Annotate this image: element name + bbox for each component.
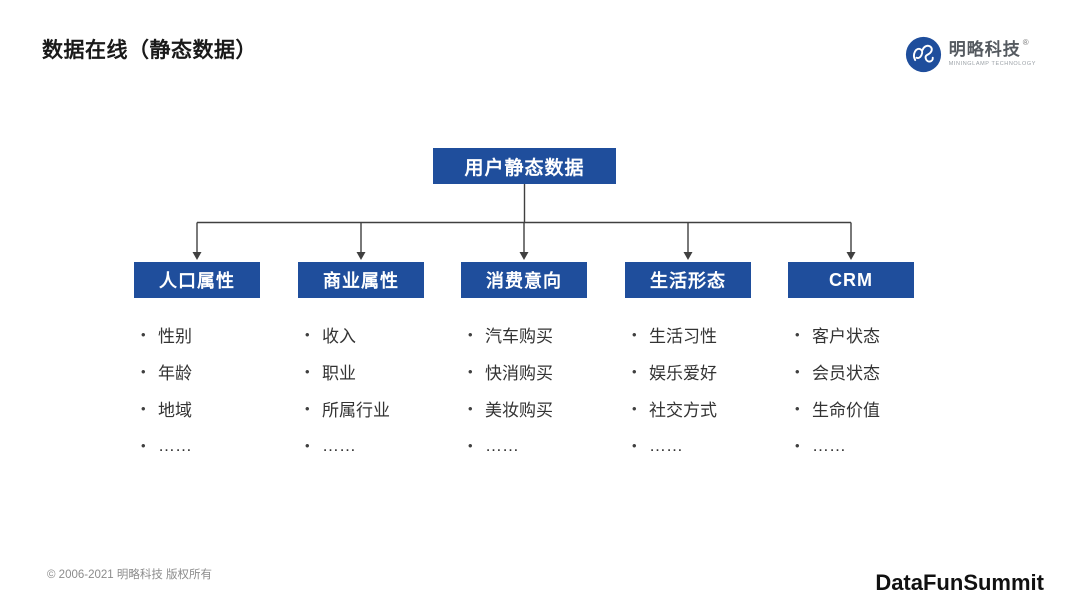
list-item-label: ……: [649, 435, 683, 455]
list-item: • ……: [300, 427, 460, 464]
list-item: • 所属行业: [300, 390, 460, 427]
bullet-list: • 生活习性 • 娱乐爱好 • 社交方式 • ……: [627, 316, 787, 464]
list-item: • 职业: [300, 353, 460, 390]
list-item: • 客户状态: [790, 316, 950, 353]
bullet-dot-icon: •: [305, 364, 310, 379]
mininglamp-logo: 明略科技® MININGLAMP TECHNOLOGY: [905, 36, 1036, 73]
datafunsummit-brand: DataFunSummit: [875, 570, 1044, 595]
list-item: • 年龄: [136, 353, 296, 390]
copyright-text: © 2006-2021 明略科技 版权所有: [47, 569, 213, 581]
list-item-label: 汽车购买: [485, 327, 553, 346]
list-item-label: 会员状态: [812, 364, 880, 383]
list-item-label: 所属行业: [322, 401, 390, 420]
list-item-label: ……: [322, 435, 356, 455]
bullet-dot-icon: •: [632, 438, 637, 453]
branch-node: 消费意向: [461, 262, 587, 298]
list-item-label: 美妆购买: [485, 401, 553, 420]
branch-node: CRM: [788, 262, 914, 298]
list-item: • 娱乐爱好: [627, 353, 787, 390]
list-item: • 地域: [136, 390, 296, 427]
bullet-dot-icon: •: [795, 401, 800, 416]
list-item-label: 收入: [322, 327, 356, 346]
logo-subtitle: MININGLAMP TECHNOLOGY: [948, 61, 1036, 68]
list-item: • 收入: [300, 316, 460, 353]
list-item: • 汽车购买: [463, 316, 623, 353]
bullet-list: • 性别 • 年龄 • 地域 • ……: [136, 316, 296, 464]
list-item-label: 地域: [158, 401, 192, 420]
bullet-dot-icon: •: [795, 438, 800, 453]
list-item-label: 性别: [158, 327, 192, 346]
list-item: • ……: [790, 427, 950, 464]
bullet-dot-icon: •: [141, 327, 146, 342]
list-item: • 生命价值: [790, 390, 950, 427]
logo-text: 明略科技® MININGLAMP TECHNOLOGY: [948, 38, 1036, 68]
mininglamp-logo-icon: [905, 36, 941, 73]
list-item: • 会员状态: [790, 353, 950, 390]
list-item-label: 社交方式: [649, 401, 717, 420]
root-node: 用户静态数据: [433, 148, 616, 184]
bullet-list: • 汽车购买 • 快消购买 • 美妆购买 • ……: [463, 316, 623, 464]
list-item: • 社交方式: [627, 390, 787, 427]
list-item-label: 生命价值: [812, 401, 880, 420]
list-item-label: 娱乐爱好: [649, 364, 717, 383]
list-item-label: ……: [485, 435, 519, 455]
list-item-label: 客户状态: [812, 327, 880, 346]
list-item-label: ……: [812, 435, 846, 455]
branch-node: 商业属性: [298, 262, 424, 298]
bullet-dot-icon: •: [141, 364, 146, 379]
bullet-list: • 收入 • 职业 • 所属行业 • ……: [300, 316, 460, 464]
list-item: • ……: [627, 427, 787, 464]
bullet-dot-icon: •: [141, 401, 146, 416]
page-title: 数据在线（静态数据）: [42, 39, 257, 62]
bullet-dot-icon: •: [305, 401, 310, 416]
list-item-label: ……: [158, 435, 192, 455]
bullet-dot-icon: •: [795, 364, 800, 379]
logo-company-name: 明略科技®: [948, 38, 1030, 60]
bullet-dot-icon: •: [632, 364, 637, 379]
list-item: • 性别: [136, 316, 296, 353]
list-item-label: 职业: [322, 364, 356, 383]
bullet-dot-icon: •: [468, 364, 473, 379]
bullet-list: • 客户状态 • 会员状态 • 生命价值 • ……: [790, 316, 950, 464]
registered-mark: ®: [1022, 38, 1030, 48]
bullet-dot-icon: •: [468, 438, 473, 453]
bullet-dot-icon: •: [305, 438, 310, 453]
bullet-dot-icon: •: [632, 327, 637, 342]
list-item: • ……: [463, 427, 623, 464]
list-item-label: 快消购买: [485, 364, 553, 383]
list-item-label: 生活习性: [649, 327, 717, 346]
bullet-dot-icon: •: [468, 401, 473, 416]
bullet-dot-icon: •: [468, 327, 473, 342]
list-item: • ……: [136, 427, 296, 464]
bullet-dot-icon: •: [795, 327, 800, 342]
bullet-dot-icon: •: [632, 401, 637, 416]
list-item: • 快消购买: [463, 353, 623, 390]
bullet-dot-icon: •: [141, 438, 146, 453]
branch-node: 人口属性: [134, 262, 260, 298]
branch-node: 生活形态: [625, 262, 751, 298]
list-item-label: 年龄: [158, 364, 192, 383]
list-item: • 生活习性: [627, 316, 787, 353]
bullet-dot-icon: •: [305, 327, 310, 342]
list-item: • 美妆购买: [463, 390, 623, 427]
